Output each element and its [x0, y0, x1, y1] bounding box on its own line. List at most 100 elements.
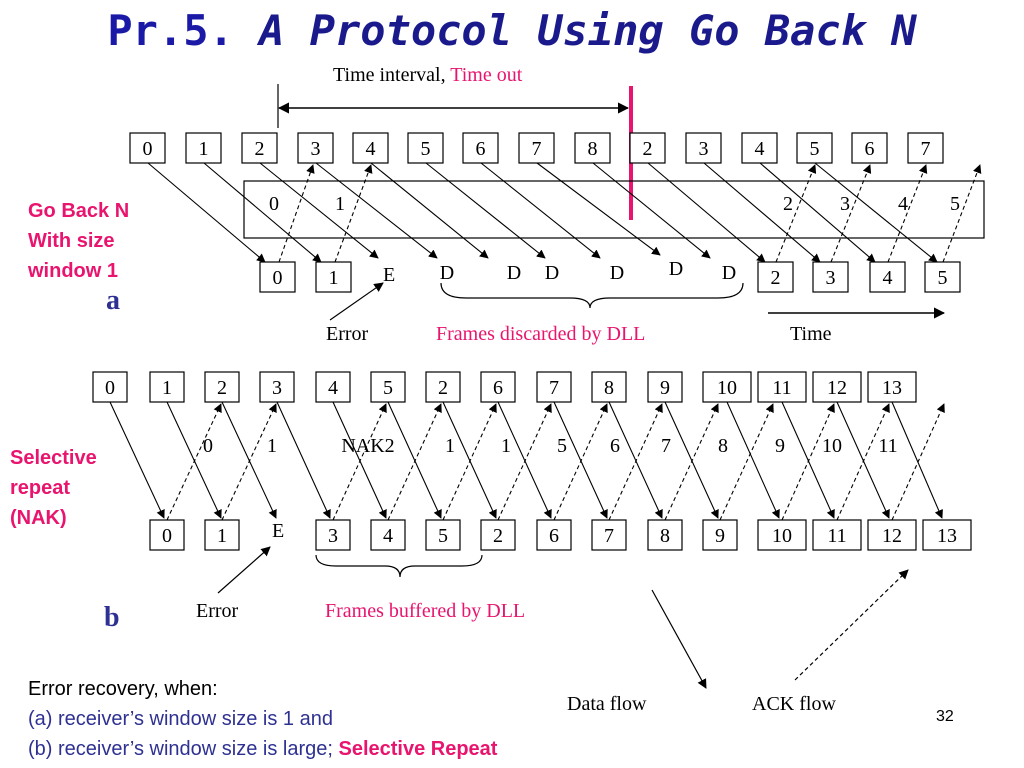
- bottom-sender-frame-box: [370, 371, 406, 403]
- bottom-data-arrow: [726, 401, 780, 519]
- bottom-ack-arrow: [442, 403, 497, 521]
- bottom-receiver-frame-box: [702, 519, 738, 551]
- bottom-receiver-frame: 12: [867, 519, 917, 551]
- bottom-receiver-frame-label: 4: [383, 525, 393, 547]
- bottom-receiver-frame: 5: [425, 519, 461, 551]
- top-sender-frame-label: 0: [143, 138, 153, 160]
- bottom-data-arrow: [497, 401, 552, 519]
- top-sender-frame-box: [796, 132, 833, 164]
- bottom-ack-arrow: [891, 403, 945, 521]
- bottom-receiver-frame-label: 1: [217, 525, 227, 547]
- top-data-arrow: [203, 162, 322, 263]
- bottom-data-arrow: [109, 401, 165, 519]
- go-back-n-label-2: With size: [28, 230, 115, 252]
- bottom-data-arrow: [553, 401, 608, 519]
- top-sender-frame: 4: [352, 132, 389, 164]
- bottom-ack-label: 7: [661, 435, 671, 457]
- top-sender-frame: 2: [629, 132, 666, 164]
- frames-buffered-label: Frames buffered by DLL: [325, 600, 525, 622]
- top-sender-frame: 8: [574, 132, 611, 164]
- top-sender-frame-label: 3: [311, 138, 321, 160]
- bottom-sender-frame-label: 2: [217, 377, 227, 399]
- top-data-arrow: [259, 162, 379, 259]
- bottom-sender-frame: 9: [647, 371, 683, 403]
- top-data-arrow: [759, 162, 876, 263]
- bottom-sender-frame-label: 8: [604, 377, 614, 399]
- bottom-sender-frame-label: 4: [328, 377, 338, 399]
- top-sender-frame-box: [241, 132, 278, 164]
- top-sender-frame-box: [629, 132, 666, 164]
- discard-mark: D: [669, 258, 683, 280]
- selective-repeat-label-2: repeat: [10, 477, 70, 499]
- top-ack-arrow: [887, 164, 928, 263]
- top-sender-frame: 4: [741, 132, 778, 164]
- bottom-ack-label: 6: [610, 435, 620, 457]
- discard-mark: D: [545, 262, 559, 284]
- bottom-ack-label: 0: [203, 435, 213, 457]
- selective-repeat-label-1: Selective: [10, 447, 97, 469]
- bottom-receiver-frame-box: [536, 519, 572, 551]
- bottom-receiver-frame-box: [204, 519, 240, 551]
- bottom-sender-frame-label: 13: [882, 377, 902, 399]
- page-number: 32: [936, 708, 954, 725]
- top-receiver-frame-label: 5: [938, 267, 948, 289]
- top-sender-frame-box: [462, 132, 499, 164]
- bottom-ack-label: 11: [878, 435, 897, 457]
- top-ack-number: 4: [898, 193, 908, 215]
- bottom-receiver-frame-label: 0: [162, 525, 172, 547]
- top-ack-number: 5: [950, 193, 960, 215]
- bottom-sender-frame-label: 3: [272, 377, 282, 399]
- top-receiver-frame-box: [259, 261, 296, 293]
- bottom-receiver-frame: 2: [480, 519, 516, 551]
- bottom-sender-frame: 3: [259, 371, 295, 403]
- bottom-sender-frame-label: 6: [493, 377, 503, 399]
- bottom-receiver-frame-label: 3: [328, 525, 338, 547]
- top-sender-frame-label: 3: [699, 138, 709, 160]
- top-sender-frame-box: [297, 132, 334, 164]
- bottom-error-arrow: [217, 546, 271, 594]
- bottom-ack-arrow: [221, 403, 277, 521]
- bottom-sender-frame: 2: [425, 371, 461, 403]
- bottom-receiver-frame: 3: [315, 519, 351, 551]
- bottom-ack-arrow: [781, 403, 835, 521]
- top-sender-frame: 1: [185, 132, 222, 164]
- bottom-receiver-frame-label: 11: [827, 525, 846, 547]
- bottom-ack-arrow: [836, 403, 890, 521]
- top-receiver-frame: 0: [259, 261, 296, 293]
- bottom-data-arrow: [781, 401, 835, 519]
- bottom-error-mark: E: [272, 520, 284, 542]
- top-receiver-frame-box: [924, 261, 961, 293]
- top-sender-frame-box: [185, 132, 222, 164]
- ack-channel-box: [243, 180, 985, 239]
- top-sender-frame: 2: [241, 132, 278, 164]
- bottom-receiver-frame: 4: [370, 519, 406, 551]
- bottom-receiver-frame-box: [591, 519, 627, 551]
- top-arrows: [147, 162, 982, 263]
- bottom-ack-label: 5: [557, 435, 567, 457]
- top-sender-frame-label: 4: [366, 138, 376, 160]
- bottom-sender-frame-label: 12: [827, 377, 847, 399]
- bottom-receiver-frame-box: [480, 519, 516, 551]
- bottom-data-arrow: [608, 401, 663, 519]
- go-back-n-label-1: Go Back N: [28, 200, 129, 222]
- top-sender-frame: 5: [407, 132, 444, 164]
- bottom-sender-frame-label: 1: [162, 377, 172, 399]
- top-receiver-frame-label: 0: [273, 267, 283, 289]
- title-sub: A Protocol Using Go Back N: [259, 6, 917, 55]
- bottom-receiver-frame-label: 8: [660, 525, 670, 547]
- data-flow-label: Data flow: [567, 693, 647, 715]
- top-ack-arrow: [278, 164, 315, 263]
- top-receiver-frame: 2: [757, 261, 794, 293]
- title-main: Pr.5: [107, 6, 209, 55]
- top-sender-frame: 5: [796, 132, 833, 164]
- top-receiver-frame: 3: [812, 261, 849, 293]
- top-sender-frame: 3: [297, 132, 334, 164]
- top-data-arrow: [315, 162, 438, 259]
- top-data-arrow: [703, 162, 821, 263]
- top-sender-frame-label: 6: [865, 138, 875, 160]
- top-sender-frame-box: [129, 132, 166, 164]
- top-sender-frame-box: [685, 132, 722, 164]
